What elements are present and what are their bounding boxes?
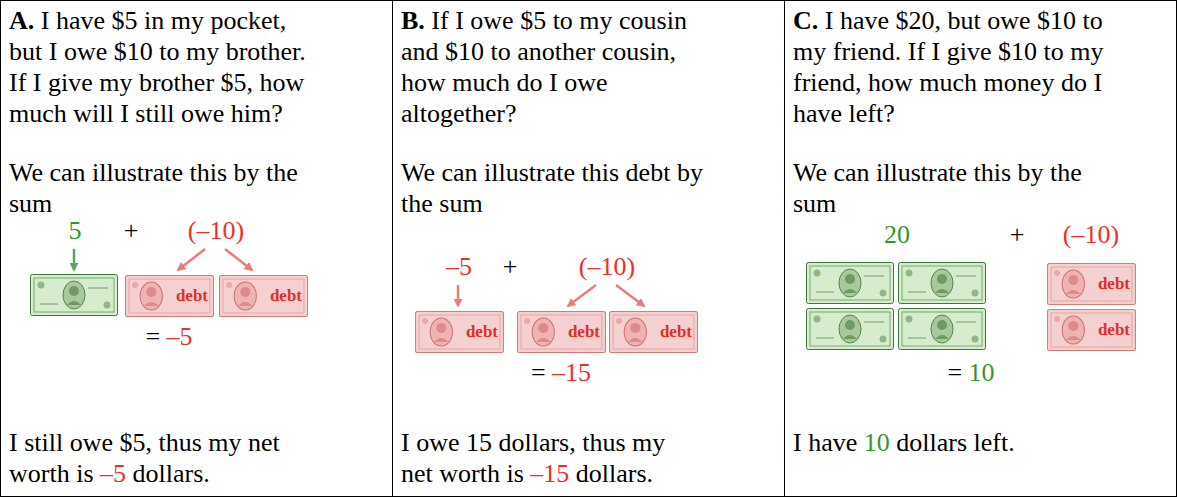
addend: 5 xyxy=(69,216,82,245)
text-line: 20 xyxy=(884,219,910,250)
debt-bill: debt xyxy=(609,311,698,353)
debt-bill-picture xyxy=(518,312,606,353)
text-line: We can illustrate this by the sum xyxy=(793,157,1118,219)
debt-bill-picture xyxy=(126,276,214,317)
text-line: We can illustrate this by the sum xyxy=(9,157,317,219)
text-line: =10 xyxy=(947,357,994,388)
debt-bill-picture xyxy=(1048,264,1136,305)
addend: (–10) xyxy=(579,252,635,281)
explanation-text: We can illustrate this by the sum xyxy=(793,158,1082,218)
text-line: C.I have $20, but owe $10 to my friend. … xyxy=(793,5,1118,129)
answer-text: dollars left. xyxy=(896,428,1014,457)
text-line: + xyxy=(124,215,139,246)
debt-label: debt xyxy=(1097,274,1131,294)
debt-bill-picture xyxy=(1048,310,1136,351)
sum-value: 10 xyxy=(969,358,995,387)
dollar-bill xyxy=(899,309,986,350)
answer-value: –15 xyxy=(530,459,569,488)
text-line: (–10) xyxy=(1063,219,1119,250)
example-panel: B.If I owe $5 to my cousin and $10 to an… xyxy=(392,0,785,497)
addend: 20 xyxy=(884,220,910,249)
equals-sign: = xyxy=(531,358,546,387)
example-panel: C.I have $20, but owe $10 to my friend. … xyxy=(784,0,1177,497)
question-text: I have $5 in my pocket, but I owe $10 to… xyxy=(9,6,306,128)
debt-label: debt xyxy=(175,286,209,306)
explanation-text: We can illustrate this by the sum xyxy=(9,158,298,218)
dollar-bill xyxy=(807,309,894,350)
text-line: A.I have $5 in my pocket, but I owe $10 … xyxy=(9,5,317,129)
panel-letter: B. xyxy=(401,6,425,35)
debt-label: debt xyxy=(659,322,693,342)
sum-value: –15 xyxy=(552,358,591,387)
dollar-bill xyxy=(807,263,894,304)
addend: (–10) xyxy=(188,216,244,245)
debt-bill: debt xyxy=(125,275,214,317)
dollar-bill xyxy=(899,263,986,304)
text-line: + xyxy=(1010,219,1025,250)
debt-bill: debt xyxy=(219,275,308,317)
debt-label: debt xyxy=(1097,320,1131,340)
plus-sign: + xyxy=(503,252,518,281)
text-line: =–5 xyxy=(145,321,192,352)
debt-bill-picture xyxy=(416,312,504,353)
addend: (–10) xyxy=(1063,220,1119,249)
plus-sign: + xyxy=(1010,220,1025,249)
text-line: I have10dollars left. xyxy=(793,427,1118,458)
text-line: –5 xyxy=(446,251,472,282)
debt-label: debt xyxy=(567,322,601,342)
text-line: (–10) xyxy=(579,251,635,282)
question-text: I have $20, but owe $10 to my friend. If… xyxy=(793,6,1104,128)
debt-label: debt xyxy=(465,322,499,342)
equals-sign: = xyxy=(145,322,160,351)
debt-bill: debt xyxy=(415,311,504,353)
debt-bill: debt xyxy=(517,311,606,353)
pointer-arrow xyxy=(616,285,644,306)
answer-text: I have xyxy=(793,428,857,457)
panel-letter: A. xyxy=(9,6,34,35)
text-line: I owe 15 dollars, thus my net worth is–1… xyxy=(401,427,689,489)
text-line: 5 xyxy=(69,215,82,246)
text-line: (–10) xyxy=(188,215,244,246)
pointer-arrow xyxy=(225,249,252,270)
equals-sign: = xyxy=(947,358,962,387)
addend: –5 xyxy=(446,252,472,281)
pointer-arrow xyxy=(457,285,460,306)
debt-label: debt xyxy=(269,286,303,306)
text-line: We can illustrate this debt by the sum xyxy=(401,157,721,219)
sum-value: –5 xyxy=(167,322,193,351)
pointer-arrow xyxy=(568,285,596,306)
question-text: If I owe $5 to my cousin and $10 to anot… xyxy=(401,6,687,128)
answer-text: dollars. xyxy=(576,459,653,488)
answer-value: 10 xyxy=(864,428,890,457)
example-panel: A.I have $5 in my pocket, but I owe $10 … xyxy=(0,0,393,497)
text-line: I still owe $5, thus my net worth is–5do… xyxy=(9,427,317,489)
debt-bill-picture xyxy=(220,276,308,317)
answer-text: dollars. xyxy=(133,459,210,488)
debt-bill-picture xyxy=(610,312,698,353)
pointer-arrow xyxy=(178,249,205,270)
text-line: =–15 xyxy=(531,357,591,388)
explanation-text: We can illustrate this debt by the sum xyxy=(401,158,703,218)
answer-value: –5 xyxy=(100,459,126,488)
pointer-arrow xyxy=(73,249,76,270)
panel-letter: C. xyxy=(793,6,818,35)
text-line: B.If I owe $5 to my cousin and $10 to an… xyxy=(401,5,701,129)
dollar-bill xyxy=(31,275,118,316)
debt-bill: debt xyxy=(1047,309,1136,351)
debt-bill: debt xyxy=(1047,263,1136,305)
plus-sign: + xyxy=(124,216,139,245)
text-line: + xyxy=(503,251,518,282)
